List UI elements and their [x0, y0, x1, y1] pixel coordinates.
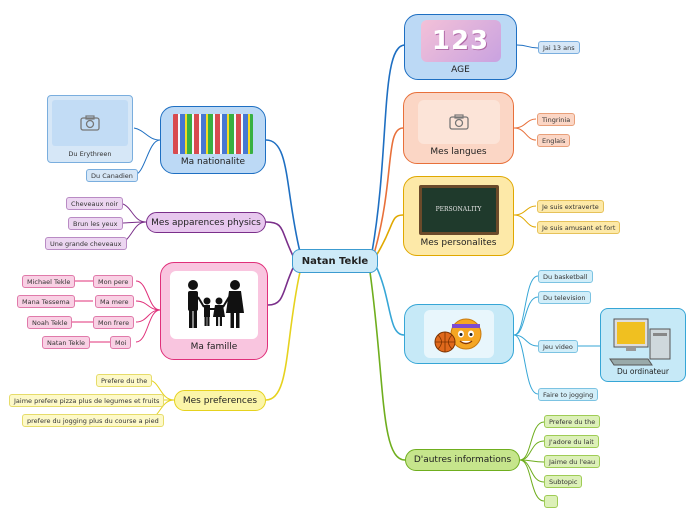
- erythreen-image-placeholder: [52, 100, 128, 146]
- family-image: [170, 270, 258, 339]
- age-badge: 123: [431, 25, 490, 56]
- personalites-label: Mes personalites: [420, 237, 497, 248]
- langues-leaf-1[interactable]: Englais: [537, 134, 571, 147]
- hobbies-leaf-2[interactable]: Jeu video: [538, 340, 578, 353]
- world-flags-image: [173, 113, 253, 154]
- autres-leaf-2[interactable]: Jaime du l'eau: [544, 455, 601, 468]
- famille-name-2[interactable]: Noah Tekle: [27, 316, 73, 329]
- langues-leaf-0[interactable]: Tingrinia: [537, 113, 576, 126]
- topic-preferences[interactable]: Mes preferences: [174, 390, 266, 411]
- famille-label: Ma famille: [190, 341, 238, 352]
- famille-role-3[interactable]: Moi: [110, 336, 132, 349]
- preferences-leaf-2[interactable]: prefere du jogging plus du course a pied: [22, 414, 164, 427]
- nationalite-leaf-0: Du Erythreen: [68, 150, 112, 158]
- topic-langues[interactable]: Mes langues: [403, 92, 514, 164]
- age-leaf-0[interactable]: Jai 13 ans: [538, 41, 580, 54]
- famille-name-3[interactable]: Natan Tekle: [42, 336, 90, 349]
- family-icon: [188, 279, 244, 328]
- hobbies-leaf-3[interactable]: Faire to jogging: [538, 388, 599, 401]
- central-topic[interactable]: Natan Tekle: [292, 249, 378, 273]
- age-123-image: 123: [420, 19, 501, 62]
- autres-leaf-4[interactable]: [544, 495, 558, 508]
- topic-ordinateur[interactable]: Du ordinateur: [600, 308, 686, 382]
- topic-hobbies[interactable]: [404, 304, 514, 364]
- famille-role-1[interactable]: Ma mere: [95, 295, 134, 308]
- langues-image-placeholder: [417, 99, 500, 144]
- preferences-leaf-1[interactable]: Jaime prefere pizza plus de legumes et f…: [9, 394, 165, 407]
- topic-famille[interactable]: Ma famille: [160, 262, 268, 360]
- famille-name-1[interactable]: Mana Tessema: [17, 295, 75, 308]
- langues-label: Mes langues: [430, 146, 487, 157]
- basketball-emoji-image: [424, 310, 494, 358]
- personalites-leaf-0[interactable]: Je suis extraverte: [537, 200, 604, 213]
- famille-name-0[interactable]: Michael Tekle: [22, 275, 76, 288]
- famille-role-2[interactable]: Mon frere: [93, 316, 135, 329]
- personality-board-text: PERSONALITY: [435, 206, 482, 213]
- autres-leaf-1[interactable]: J'adore du lait: [544, 435, 599, 448]
- personalites-leaf-1[interactable]: Je suis amusant et fort: [537, 221, 621, 234]
- camera-icon: [80, 115, 100, 131]
- camera-icon: [448, 113, 469, 130]
- hobbies-leaf-1[interactable]: Du television: [538, 291, 591, 304]
- nationalite-leaf-1[interactable]: Du Canadien: [86, 169, 138, 182]
- apparences-leaf-0[interactable]: Cheveaux noir: [66, 197, 124, 210]
- smiley-basketball-icon: [434, 318, 482, 353]
- topic-personalites[interactable]: PERSONALITY Mes personalites: [403, 176, 514, 256]
- preferences-leaf-0[interactable]: Prefere du the: [96, 374, 153, 387]
- topic-autres-informations[interactable]: D'autres informations: [405, 449, 520, 471]
- personality-board-image: PERSONALITY: [418, 184, 499, 235]
- apparences-leaf-1[interactable]: Brun les yeux: [68, 217, 123, 230]
- hobbies-leaf-0[interactable]: Du basketball: [538, 270, 593, 283]
- nationalite-label: Ma nationalite: [180, 156, 246, 167]
- topic-apparences[interactable]: Mes apparences physics: [146, 212, 266, 233]
- autres-leaf-0[interactable]: Prefere du the: [544, 415, 601, 428]
- computer-icon: [609, 318, 671, 365]
- topic-nationalite[interactable]: Ma nationalite: [160, 106, 266, 174]
- autres-leaf-3[interactable]: Subtopic: [544, 475, 583, 488]
- ordinateur-label: Du ordinateur: [616, 366, 670, 376]
- nationalite-leaf-0-card[interactable]: Du Erythreen: [47, 95, 133, 163]
- age-label: AGE: [451, 64, 470, 75]
- famille-role-0[interactable]: Mon pere: [93, 275, 134, 288]
- topic-age[interactable]: 123 AGE: [404, 14, 517, 80]
- apparences-leaf-2[interactable]: Une grande cheveaux: [45, 237, 127, 250]
